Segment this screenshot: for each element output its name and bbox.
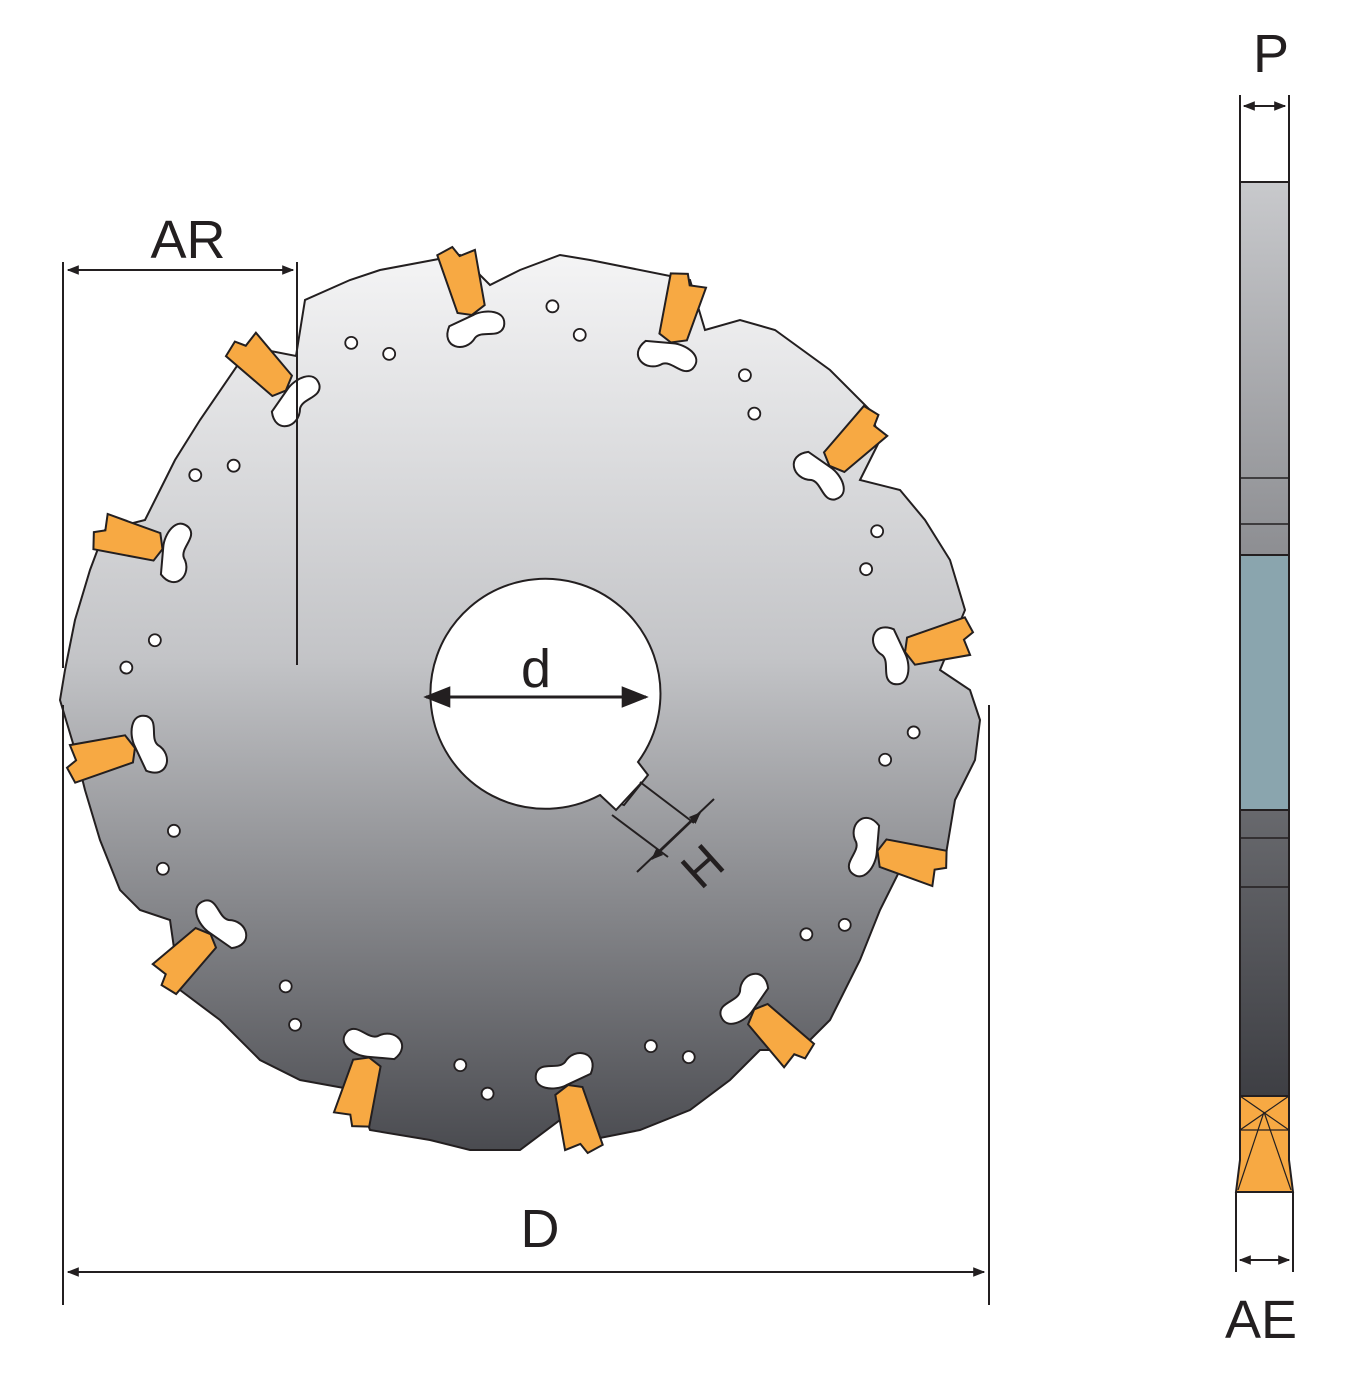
- insert-tip: [876, 838, 948, 888]
- side-insert: [1234, 1095, 1295, 1193]
- mount-hole: [906, 725, 921, 740]
- cutting-insert-7: [534, 1052, 604, 1155]
- insert-tip: [151, 926, 218, 996]
- mount-hole: [643, 1039, 658, 1053]
- mount-hole: [837, 918, 852, 932]
- insert-tip: [746, 1002, 816, 1069]
- dimension-h: [611, 781, 715, 873]
- gullet: [636, 339, 698, 373]
- keyway: [599, 781, 643, 812]
- label-d-outer: D: [521, 1199, 560, 1259]
- mount-hole: [119, 660, 134, 675]
- cutting-insert-10: [65, 714, 168, 784]
- mount-hole: [344, 335, 359, 350]
- insert-tip: [224, 331, 294, 398]
- inserts-layer: [65, 245, 975, 1155]
- insert-tip: [436, 245, 486, 316]
- cutting-insert-8: [332, 1027, 404, 1128]
- insert-tip: [658, 272, 708, 344]
- mount-hole: [572, 327, 587, 342]
- mount-hole: [147, 633, 162, 648]
- gullet: [342, 1027, 404, 1061]
- mount-hole: [278, 979, 293, 994]
- gullet: [159, 522, 193, 584]
- cutting-insert-6: [719, 972, 816, 1069]
- cutting-insert-5: [847, 816, 948, 888]
- mount-hole: [226, 458, 241, 473]
- cutting-insert-3: [792, 404, 889, 501]
- cutting-insert-12: [224, 331, 321, 428]
- insert-tip: [65, 734, 136, 784]
- insert-tip: [554, 1084, 604, 1155]
- blade-body: [58, 253, 982, 1151]
- gullet: [792, 450, 845, 501]
- gullet: [847, 816, 881, 878]
- label-d-bore: d: [521, 639, 551, 699]
- dimension-ar: [62, 262, 298, 668]
- gullet: [195, 899, 248, 950]
- label-p: P: [1253, 24, 1289, 84]
- cutting-insert-4: [872, 616, 975, 686]
- mount-hole: [870, 524, 885, 539]
- mount-hole: [155, 861, 170, 876]
- mount-hole: [878, 752, 893, 767]
- insert-tip: [92, 512, 164, 562]
- cutting-insert-11: [92, 512, 193, 584]
- dimension-d-outer: [62, 705, 990, 1305]
- mount-hole: [167, 823, 181, 838]
- mount-hole: [453, 1058, 468, 1073]
- mount-hole: [480, 1086, 495, 1101]
- insert-tip: [822, 404, 889, 474]
- mount-hole: [681, 1050, 696, 1065]
- mount-hole: [799, 927, 814, 942]
- mount-hole: [738, 368, 752, 383]
- gullet: [719, 972, 770, 1025]
- gullet: [270, 375, 321, 428]
- insert-tip: [332, 1056, 382, 1128]
- cutting-insert-9: [151, 899, 248, 996]
- cutting-insert-1: [436, 245, 506, 348]
- insert-tip: [904, 616, 975, 666]
- gullet: [130, 714, 168, 774]
- mount-hole: [288, 1017, 302, 1032]
- side-band: [1239, 554, 1290, 811]
- mount-hole: [545, 299, 560, 314]
- side-view: P AE: [1225, 24, 1297, 1350]
- gullet: [534, 1052, 594, 1090]
- mount-hole: [747, 406, 762, 421]
- gullet: [446, 310, 506, 348]
- label-ae: AE: [1225, 1290, 1297, 1350]
- mount-hole: [188, 468, 203, 482]
- holes-layer: [119, 299, 921, 1101]
- cutting-insert-2: [636, 272, 708, 373]
- gullet: [872, 626, 910, 686]
- mount-hole: [859, 562, 873, 577]
- mount-hole: [382, 347, 397, 361]
- label-ar: AR: [150, 210, 225, 270]
